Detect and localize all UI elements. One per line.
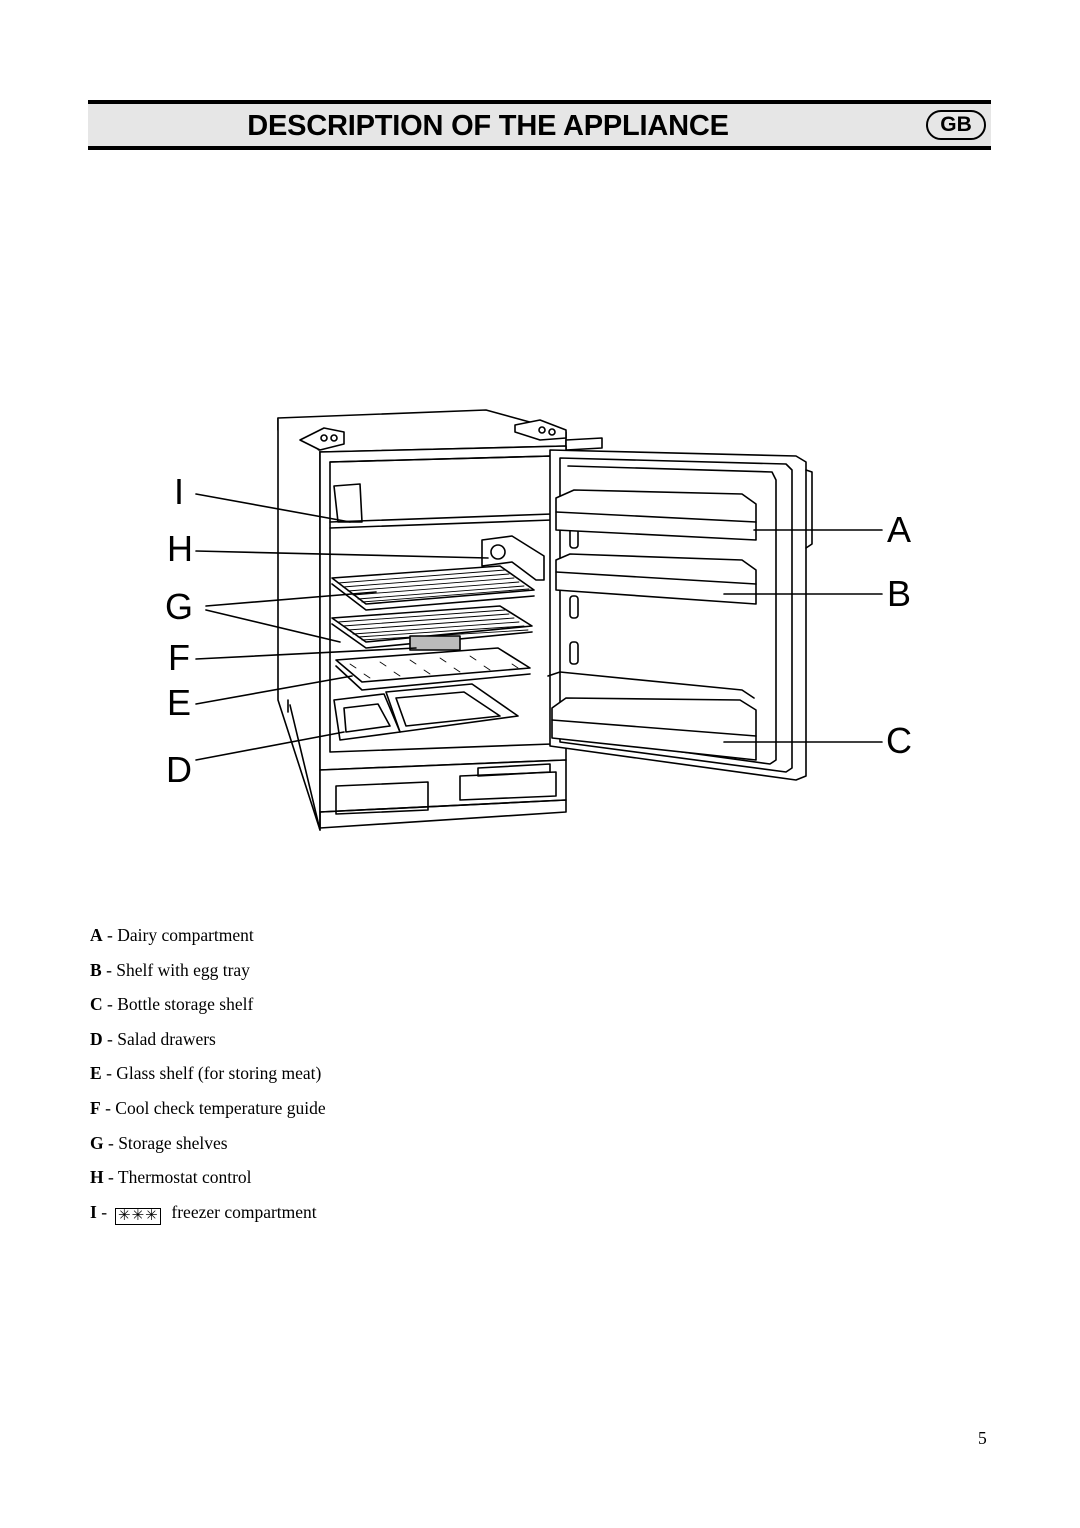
legend-item: H - Thermostat control: [90, 1167, 252, 1188]
legend-item: C - Bottle storage shelf: [90, 994, 254, 1015]
page-title: DESCRIPTION OF THE APPLIANCE: [247, 110, 729, 142]
egg-tray-shelf: [555, 553, 757, 605]
three-star-freezer-icon: ✳✳✳: [115, 1207, 162, 1225]
legend-item: E - Glass shelf (for storing meat): [90, 1063, 322, 1084]
label-G: G: [165, 586, 194, 627]
label-A: A: [887, 509, 912, 550]
label-B: B: [887, 573, 912, 614]
salad-drawer-right: [385, 683, 519, 733]
label-E: E: [167, 682, 192, 723]
country-badge: GB: [926, 110, 986, 140]
legend-item: F - Cool check temperature guide: [90, 1097, 326, 1118]
cabinet-side: [277, 417, 321, 831]
legend-item: B - Shelf with egg tray: [90, 959, 250, 980]
label-H: H: [167, 528, 193, 569]
thermostat-control: [481, 535, 545, 581]
label-D: D: [166, 749, 192, 790]
appliance-illustration: [195, 409, 883, 831]
storage-shelf-upper: [331, 565, 535, 605]
label-F: F: [168, 637, 190, 678]
glass-shelf: [335, 647, 531, 683]
bottle-shelf: [551, 697, 757, 761]
legend-item: G - Storage shelves: [90, 1132, 228, 1153]
legend-item: D - Salad drawers: [90, 1028, 216, 1049]
legend-item: A - Dairy compartment: [90, 925, 254, 945]
dairy-compartment: [555, 489, 757, 541]
label-I: I: [174, 471, 185, 512]
legend-item: I - ✳✳✳freezer compartment: [90, 1201, 317, 1225]
parts-legend: A - Dairy compartment B - Shelf with egg…: [90, 920, 326, 1231]
cool-check-guide: [409, 635, 461, 651]
section-header: DESCRIPTION OF THE APPLIANCE GB: [88, 100, 991, 150]
label-C: C: [886, 720, 912, 761]
page-number: 5: [978, 1428, 987, 1448]
